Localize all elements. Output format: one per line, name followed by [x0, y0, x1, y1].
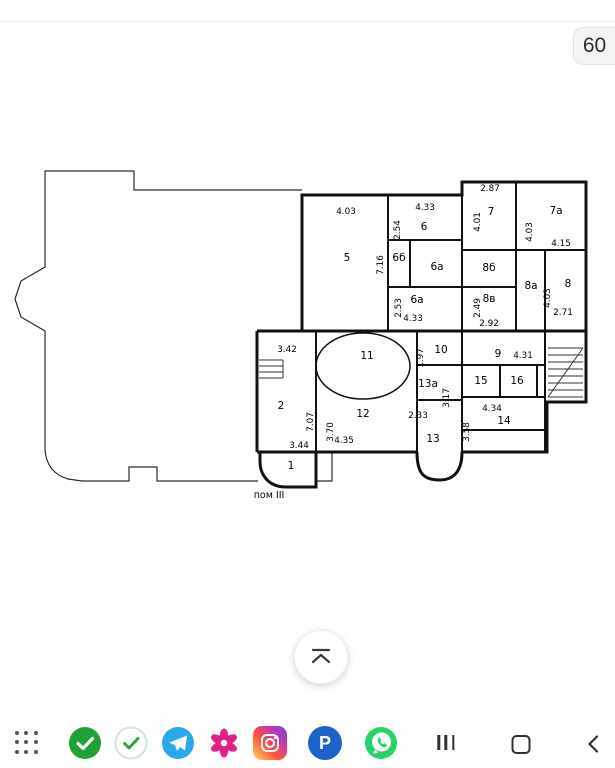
sber-app[interactable] [68, 726, 102, 760]
dim-label: 4.33 [415, 203, 435, 213]
room-label-2: 2 [278, 400, 285, 412]
dim-label: 4.33 [403, 314, 423, 324]
dim-label: 2.92 [479, 319, 499, 329]
instagram-app[interactable] [253, 726, 287, 760]
collapse-up-icon [311, 648, 331, 664]
dim-label: 4.03 [525, 222, 535, 242]
unit-note: пом III [254, 490, 285, 501]
blue-p-app-icon: P [308, 726, 342, 760]
dim-label: 7.07 [306, 412, 316, 432]
dim-label: 4.31 [513, 351, 533, 361]
dim-label: 2.54 [393, 220, 403, 240]
room-label-5: 5 [344, 252, 351, 264]
wall-path [45, 170, 302, 191]
top-divider [0, 21, 615, 22]
green-check-app[interactable] [114, 726, 148, 760]
whatsapp-app[interactable] [364, 726, 398, 760]
stair-diagonal [547, 347, 584, 398]
dim-label: 7.16 [376, 255, 386, 275]
app-drawer-icon [15, 731, 39, 755]
outer-walls [255, 180, 588, 489]
dim-label: 3.42 [277, 345, 297, 355]
room-label-13: 13 [426, 433, 439, 445]
room1-walls [258, 452, 318, 489]
dim-label: 3.44 [289, 441, 309, 451]
dim-label: 2.49 [473, 298, 483, 318]
recents-icon [437, 735, 455, 750]
room-label-14: 14 [497, 415, 511, 427]
stair-steps [548, 347, 583, 398]
dimension-labels: 4.03 4.33 2.87 4.15 4.33 2.92 2.71 3.42 … [277, 184, 573, 451]
wall-path [14, 171, 258, 482]
room-label-8b: 8б [482, 262, 495, 274]
dim-label: 4.34 [482, 404, 502, 414]
dim-label: 4.03 [543, 288, 553, 308]
dim-label: 4.01 [473, 212, 483, 232]
dim-label: 2.87 [480, 184, 500, 194]
flower-app[interactable] [207, 726, 241, 760]
room-label-6a-upper: 6а [430, 261, 443, 273]
room-label-12: 12 [356, 408, 369, 420]
dim-label: 2.53 [394, 298, 404, 318]
room-label-13a: 13а [418, 378, 438, 390]
sber-icon [69, 727, 101, 759]
telegram-icon [162, 727, 194, 759]
stair-step [259, 359, 284, 379]
room2-stairs [259, 359, 284, 379]
dim-label: 2.71 [553, 308, 573, 318]
dim-label: 3.70 [326, 422, 336, 442]
room-label-8: 8 [565, 278, 572, 290]
dim-label: 3.17 [442, 388, 452, 408]
blue-p-app-letter: P [318, 732, 331, 753]
page-count-badge[interactable]: 60 [573, 27, 615, 65]
room-label-1: 1 [288, 460, 295, 472]
wall-path [300, 180, 588, 454]
dim-label: 3.58 [462, 422, 472, 442]
staircase [547, 347, 584, 398]
bay-window-room13 [415, 451, 464, 482]
dim-label: 4.03 [336, 207, 356, 217]
room-label-6: 6 [421, 221, 428, 233]
dim-label: 4.35 [334, 436, 354, 446]
room-label-6b: 6б [392, 252, 405, 264]
green-check-icon [114, 726, 148, 760]
flower-app-icon [211, 728, 237, 758]
telegram-app[interactable] [161, 726, 195, 760]
scroll-to-top-button[interactable] [294, 630, 348, 684]
blue-p-app[interactable]: P [308, 726, 342, 760]
dim-label: 4.15 [551, 239, 571, 249]
nav-home-button[interactable] [511, 735, 531, 754]
nav-recents-button[interactable] [437, 735, 455, 750]
room-label-16: 16 [510, 375, 524, 387]
room-label-8a: 8а [524, 280, 537, 292]
taskbar: P [0, 718, 615, 768]
room-label-7a: 7а [549, 205, 562, 217]
room-label-10: 10 [434, 344, 447, 356]
page-count-label: 60 [582, 34, 607, 57]
room-label-7: 7 [488, 206, 495, 218]
dimension-labels-vertical: 2.54 7.16 4.01 4.03 2.53 2.49 4.03 1.97 … [306, 212, 553, 442]
whatsapp-icon [365, 727, 397, 759]
wall-path [317, 453, 333, 482]
floor-plan-viewer[interactable]: 5 6 6б 6а 6а 7 7а 8б 8а 8 8в 11 10 9 2 1… [0, 0, 615, 535]
nav-back-button[interactable] [587, 735, 599, 758]
app-drawer-button[interactable] [10, 726, 44, 760]
interior-walls [315, 182, 586, 452]
home-icon [511, 735, 531, 754]
dim-label: 1.97 [416, 348, 426, 368]
back-chevron-icon [588, 735, 599, 753]
dim-label: 2.33 [408, 411, 428, 421]
instagram-icon [253, 726, 287, 760]
room-labels: 5 6 6б 6а 6а 7 7а 8б 8а 8 8в 11 10 9 2 1… [254, 205, 572, 501]
room-label-15: 15 [474, 375, 487, 387]
room11-oval-wall [315, 332, 411, 400]
room-label-6a-lower: 6а [410, 294, 423, 306]
left-wing-outline [14, 170, 333, 482]
floor-plan: 5 6 6б 6а 6а 7 7а 8б 8а 8 8в 11 10 9 2 1… [14, 170, 588, 501]
room-label-11: 11 [360, 350, 373, 362]
room-label-9: 9 [495, 348, 502, 360]
room-label-8v: 8в [483, 293, 496, 305]
